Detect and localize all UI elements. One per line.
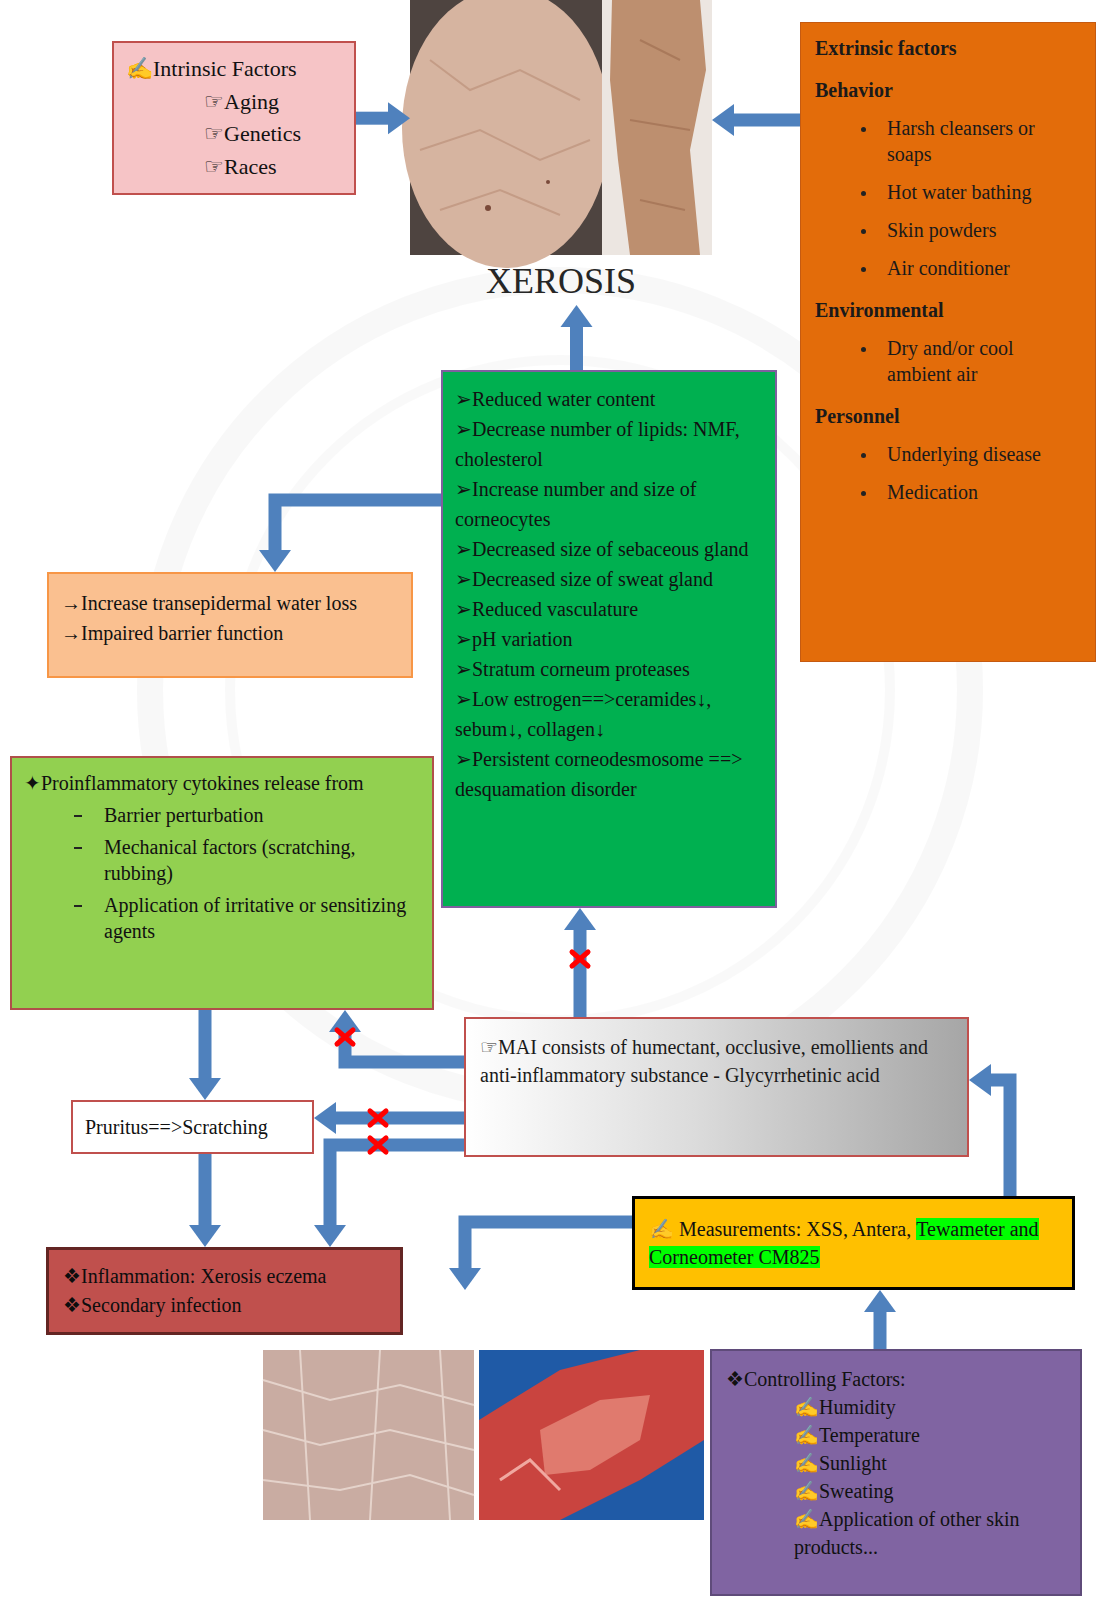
node-text: →Increase transepidermal water loss — [61, 588, 399, 618]
arrow-head — [564, 908, 596, 930]
arrow-head — [189, 1225, 221, 1247]
node-text: ➢Persistent corneodesmosome ==> desquama… — [455, 744, 763, 804]
node-text: ☞Races — [126, 153, 342, 182]
arrow-head — [259, 550, 291, 572]
node-text: Behavior — [815, 77, 1083, 103]
node-text: →Impaired barrier function — [61, 618, 399, 648]
arrow-head — [314, 1102, 336, 1134]
node-text: ➢Increase number and size of corneocytes — [455, 474, 763, 534]
extrinsic-box: Extrinsic factorsBehaviorHarsh cleansers… — [800, 22, 1096, 662]
node-text: ❖Secondary infection — [63, 1291, 386, 1320]
node-text: ✍Intrinsic Factors — [126, 55, 342, 84]
pointer-arrow — [449, 1222, 632, 1290]
node-text: ➢Decreased size of sweat gland — [455, 564, 763, 594]
node-text: ❖Inflammation: Xerosis eczema — [63, 1262, 386, 1291]
arrow-shaft — [874, 1312, 887, 1349]
node-text: ☞MAI consists of humectant, occlusive, e… — [480, 1033, 953, 1089]
eczema-photo — [479, 1350, 704, 1520]
node-text: ☞Genetics — [126, 120, 342, 149]
arrow-head — [561, 305, 593, 327]
node-text: Harsh cleansers or soaps — [815, 115, 1083, 167]
node-text: ✍ Measurements: XSS, Antera, — [649, 1218, 911, 1240]
node-text: ☞Aging — [126, 88, 342, 117]
node-text: ➢Stratum corneum proteases — [455, 654, 763, 684]
pruritus-box: Pruritus==>Scratching — [71, 1100, 314, 1154]
treatment-box: ☞MAI consists of humectant, occlusive, e… — [464, 1017, 969, 1157]
flow-arrow — [564, 908, 596, 1017]
dry-skin-photo — [263, 1350, 474, 1520]
node-text: ✍Sweating — [726, 1477, 1066, 1505]
node-text: Barrier perturbation — [24, 802, 420, 828]
flow-arrow — [259, 500, 441, 572]
node-text: ➢Reduced vasculature — [455, 594, 763, 624]
node-text: ✦Proinflammatory cytokines release from — [24, 770, 420, 796]
node-text: Mechanical factors (scratching, rubbing) — [24, 834, 420, 886]
intrinsic-box: ✍Intrinsic Factors ☞Aging ☞Genetics ☞Races — [112, 41, 356, 195]
node-text: Skin powders — [815, 217, 1083, 243]
arrow-head — [314, 1225, 346, 1247]
arrow-shaft — [991, 1080, 1010, 1196]
node-text: Environmental — [815, 297, 1083, 323]
flow-arrow — [864, 1290, 896, 1349]
arrow-shaft — [199, 1010, 212, 1078]
node-text: Dry and/or cool ambient air — [815, 335, 1083, 387]
arrow-shaft — [356, 112, 388, 125]
measurement-box: ✍ Measurements: XSS, Antera,Tewameter an… — [632, 1196, 1075, 1290]
node-text: Air conditioner — [815, 255, 1083, 281]
flow-arrow — [969, 1064, 1010, 1196]
node-text: Pruritus==>Scratching — [85, 1114, 300, 1140]
inflammation-box: ❖Inflammation: Xerosis eczema❖Secondary … — [46, 1247, 403, 1335]
node-text: ➢Reduced water content — [455, 384, 763, 414]
node-text: ✍Temperature — [726, 1421, 1066, 1449]
flow-arrow — [314, 1145, 464, 1247]
arrow-head — [189, 1078, 221, 1100]
cytokine-box: ✦Proinflammatory cytokines release fromB… — [10, 756, 434, 1010]
node-text: ❖Controlling Factors: — [726, 1365, 1066, 1393]
arrow-shaft — [574, 930, 587, 1017]
flow-arrow — [189, 1010, 221, 1100]
node-text: ✍Humidity — [726, 1393, 1066, 1421]
node-text: Personnel — [815, 403, 1083, 429]
node-text: ➢Decreased size of sebaceous gland — [455, 534, 763, 564]
node-text: ✍Sunlight — [726, 1449, 1066, 1477]
node-text: Underlying disease — [815, 441, 1083, 467]
arrow-shaft — [734, 114, 800, 127]
node-text: Medication — [815, 479, 1083, 505]
arrow-shaft — [345, 1032, 464, 1062]
node-text: ➢Decrease number of lipids: NMF, cholest… — [455, 414, 763, 474]
arrow-shaft — [275, 500, 441, 550]
arrow-shaft — [336, 1112, 464, 1125]
flow-arrow — [329, 1010, 464, 1062]
arrow-head — [329, 1010, 361, 1032]
node-text: Extrinsic factors — [815, 35, 1083, 61]
flow-arrow — [712, 104, 800, 136]
flow-arrow — [561, 305, 593, 370]
arrow-head — [388, 102, 410, 134]
flow-arrow — [356, 102, 410, 134]
arrow-head — [712, 104, 734, 136]
barrier-box: →Increase transepidermal water loss→Impa… — [47, 572, 413, 678]
arrow-head — [864, 1290, 896, 1312]
flow-arrow — [314, 1102, 464, 1134]
xerosis-photo — [402, 0, 712, 268]
node-text: ➢Low estrogen==>ceramides↓, sebum↓, coll… — [455, 684, 763, 744]
node-text: XEROSIS — [410, 258, 712, 305]
node-text: Application of irritative or sensitizing… — [24, 892, 420, 944]
arrow-shaft — [330, 1145, 464, 1225]
xerosis-figure: XEROSIS — [410, 0, 712, 305]
arrow-shaft — [570, 327, 583, 370]
node-text: ✍Application of other skin products... — [726, 1505, 1066, 1561]
node-text: Hot water bathing — [815, 179, 1083, 205]
node-text: ➢pH variation — [455, 624, 763, 654]
arrow-head — [969, 1064, 991, 1096]
arrow-shaft — [199, 1154, 212, 1225]
controlling-box: ❖Controlling Factors:✍Humidity✍Temperatu… — [710, 1349, 1082, 1596]
flow-arrow — [189, 1154, 221, 1247]
mechanism-box: ➢Reduced water content➢Decrease number o… — [441, 370, 777, 908]
